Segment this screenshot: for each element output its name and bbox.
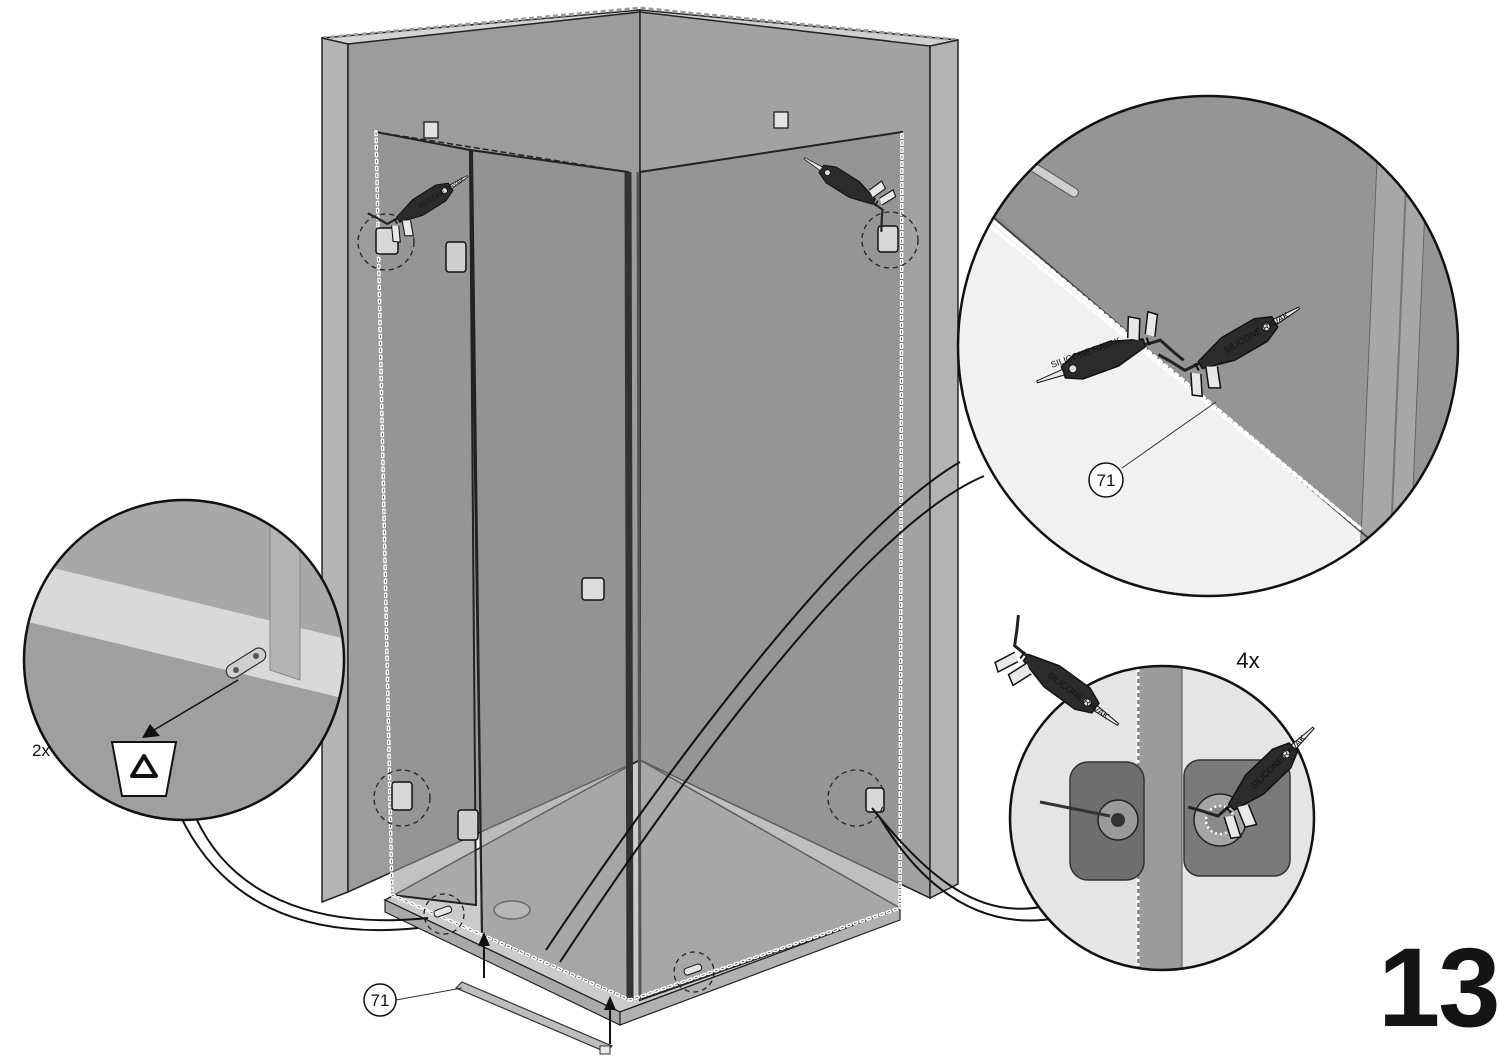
silicone-seal-outline (375, 131, 903, 1001)
focus-circle-spacer-left (423, 893, 465, 935)
corner-profile (624, 171, 634, 1001)
part-number-71-main: 71 (371, 991, 390, 1010)
corner-profile-inner (636, 171, 642, 1001)
arrow-to-bin (153, 679, 239, 731)
glass-side-panel (639, 130, 904, 1002)
spacer-right (683, 963, 703, 976)
arrow-up-right-head (604, 996, 616, 1010)
connector-to-bracket-detail-b (879, 817, 1059, 922)
focus-circle-spacer-right (673, 951, 715, 993)
glass-door-panel (468, 148, 632, 1002)
hinge-bottom (457, 809, 479, 841)
part-callout-71-detail (1088, 462, 1124, 498)
detail-bracket-frame (1008, 664, 1316, 972)
quantity-right: 4x (1236, 648, 1259, 673)
detail-seal-joint-frame (956, 94, 1460, 598)
diagram-canvas: SILICONE RAVAK 71 (22, 6, 1460, 1055)
detail-seal-joint: SILICONE RAVAK SILICONE RAVAK 71 (956, 94, 1460, 598)
top-clamp-left (423, 121, 439, 139)
wall-bracket-top-right (877, 225, 899, 253)
detail-spacer-removal: 2x (22, 498, 346, 822)
door-knob (581, 577, 605, 601)
connector-to-spacer-detail-b (195, 817, 429, 922)
connector-to-bracket-detail-a (871, 807, 1047, 910)
recycle-symbol-icon (130, 754, 158, 778)
wall-top-seal (321, 6, 959, 42)
quantity-right-bg (1216, 641, 1280, 681)
hinge-top (445, 241, 467, 273)
arrow-up-left-head (478, 932, 490, 946)
door-edge (471, 149, 483, 936)
connector-to-spacer-detail-a (179, 814, 419, 932)
part-callout-71-main (363, 983, 397, 1017)
focus-circle-bracket-bottom-left (373, 769, 431, 827)
focus-circle-bracket-top-right (861, 211, 919, 269)
wall-left-edge (321, 37, 349, 904)
part-number-71-detail: 71 (1097, 471, 1116, 490)
glass-fixed-panel (374, 130, 478, 907)
shower-enclosure: SILICONE RAVAK 71 (321, 6, 959, 1055)
top-clamp-right (773, 111, 789, 129)
spacer-left (433, 905, 453, 918)
quantity-left: 2x (32, 741, 50, 760)
wall-bracket-bottom-left (391, 781, 413, 811)
step-number: 13 (1378, 925, 1499, 1050)
connector-to-seal-detail-b (559, 475, 985, 963)
arrow-to-bin-head (142, 724, 160, 738)
focus-circle-bracket-top-left (357, 213, 415, 271)
focus-circle-bracket-bottom-right (827, 769, 885, 827)
seal-profile-end (599, 1045, 611, 1055)
top-edge-right (639, 131, 903, 173)
wall-right-edge (929, 39, 959, 900)
detail-spacer-frame (22, 498, 346, 822)
connector-to-seal-detail-a (545, 461, 961, 951)
top-edge-left (375, 131, 629, 173)
tray-front-right (619, 907, 901, 1026)
recycle-bin-icon (110, 741, 178, 797)
leader-71-detail (1121, 401, 1217, 469)
assembly-diagram: SILICONE RAVAK 71 (22, 6, 1499, 1055)
leader-71-main (395, 987, 463, 1001)
detail-bracket-sealing: SILICONE RAVAK SILICONE RAVAK 4x (981, 613, 1336, 972)
